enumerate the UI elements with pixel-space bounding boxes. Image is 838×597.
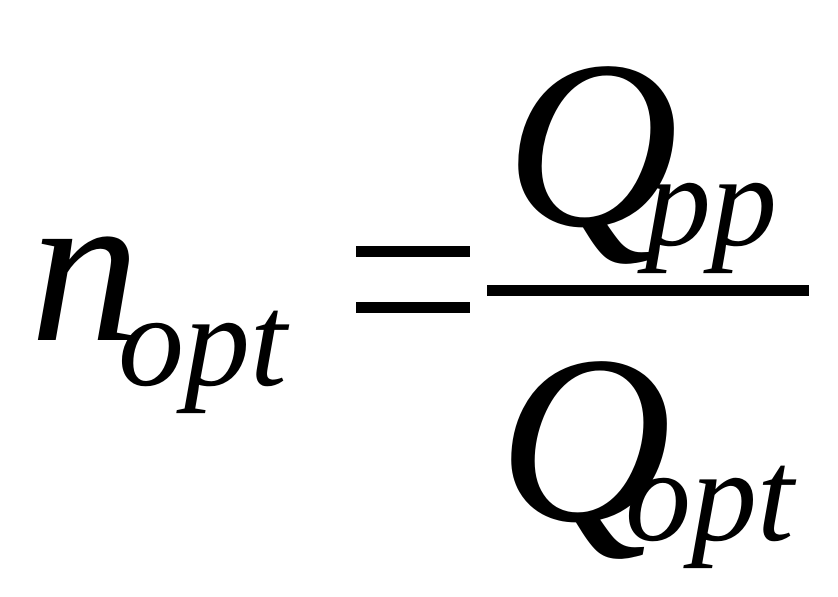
equals-sign [356, 246, 470, 313]
fraction: Q pp Q opt [487, 11, 809, 572]
numerator-subscript: pp [637, 127, 777, 274]
numerator: Q pp [505, 11, 777, 277]
lhs-symbol: n [30, 144, 140, 388]
equals-bar-top [356, 246, 470, 257]
lhs-subscript: opt [118, 267, 290, 414]
denominator: Q opt [498, 306, 797, 572]
numerator-symbol: Q [505, 11, 678, 277]
equals-bar-bottom [356, 302, 470, 313]
denominator-subscript: opt [625, 422, 797, 569]
lhs-term: n opt [30, 144, 290, 414]
fraction-bar [487, 285, 809, 296]
denominator-symbol: Q [498, 306, 671, 572]
